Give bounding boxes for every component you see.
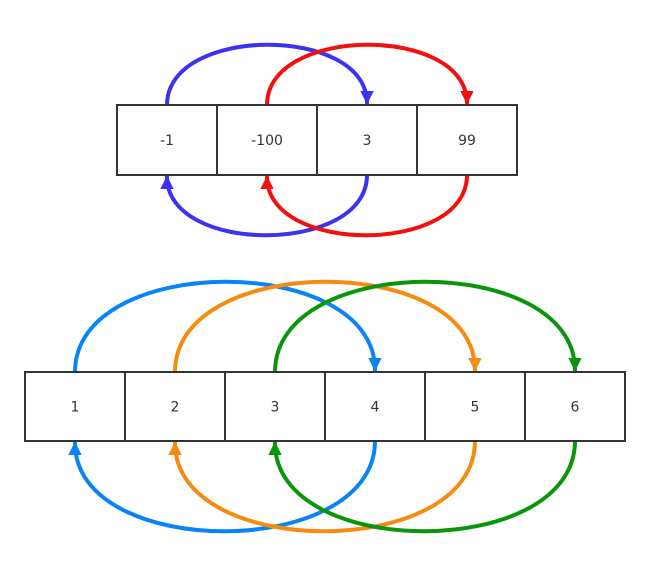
array-top-cell-value: 3 [363,133,372,149]
array-bottom-swap-0-backward-arrow [68,439,377,534]
array-bottom-cell-value: 3 [271,400,280,416]
array-bottom-swap-1-forward-arrow [173,279,482,374]
array-bottom-cell-0: 1 [24,371,126,442]
array-top-cell-box [416,104,518,176]
array-bottom-cell-value: 6 [571,400,580,416]
array-top-swap-0-forward-arrow [165,42,374,107]
array-top-cell-value: -100 [251,133,283,149]
array-top-swap-0-backward-arrow [160,173,369,238]
array-bottom-cell-2: 3 [224,371,326,442]
array-bottom-cell-box [524,371,626,442]
array-top-cell-box [116,104,218,176]
array-top-cell-2: 3 [316,104,418,176]
array-top-cell-3: 99 [416,104,518,176]
array-bottom-cell-value: 4 [371,400,380,416]
array-top-cell-box [216,104,318,176]
array-bottom-cell-3: 4 [324,371,426,442]
array-bottom-swap-0-forward-arrow [73,279,382,374]
array-bottom-group: 1 2 3 4 5 6 [24,279,626,534]
array-bottom-cell-1: 2 [124,371,226,442]
array-top-cell-value: 99 [458,133,476,149]
array-bottom-cell-box [124,371,226,442]
array-top-swap-1-forward-arrow [265,42,474,107]
array-bottom-cell-value: 5 [471,400,480,416]
array-bottom-cell-4: 5 [424,371,526,442]
array-top-group: -1 -100 3 99 [116,42,518,238]
array-top-cell-value: -1 [160,133,174,149]
array-bottom-swap-1-backward-arrow [168,439,477,534]
array-top-swap-1-backward-arrow [260,173,469,238]
array-top-cell-box [316,104,418,176]
array-top-cell-0: -1 [116,104,218,176]
array-bottom-swap-2-backward-arrow [268,439,577,534]
array-top-cell-1: -100 [216,104,318,176]
array-bottom-cell-5: 6 [524,371,626,442]
array-bottom-cell-value: 2 [171,400,180,416]
array-bottom-swap-2-forward-arrow [273,279,582,374]
array-bottom-cell-value: 1 [71,400,80,416]
array-bottom-cell-box [424,371,526,442]
